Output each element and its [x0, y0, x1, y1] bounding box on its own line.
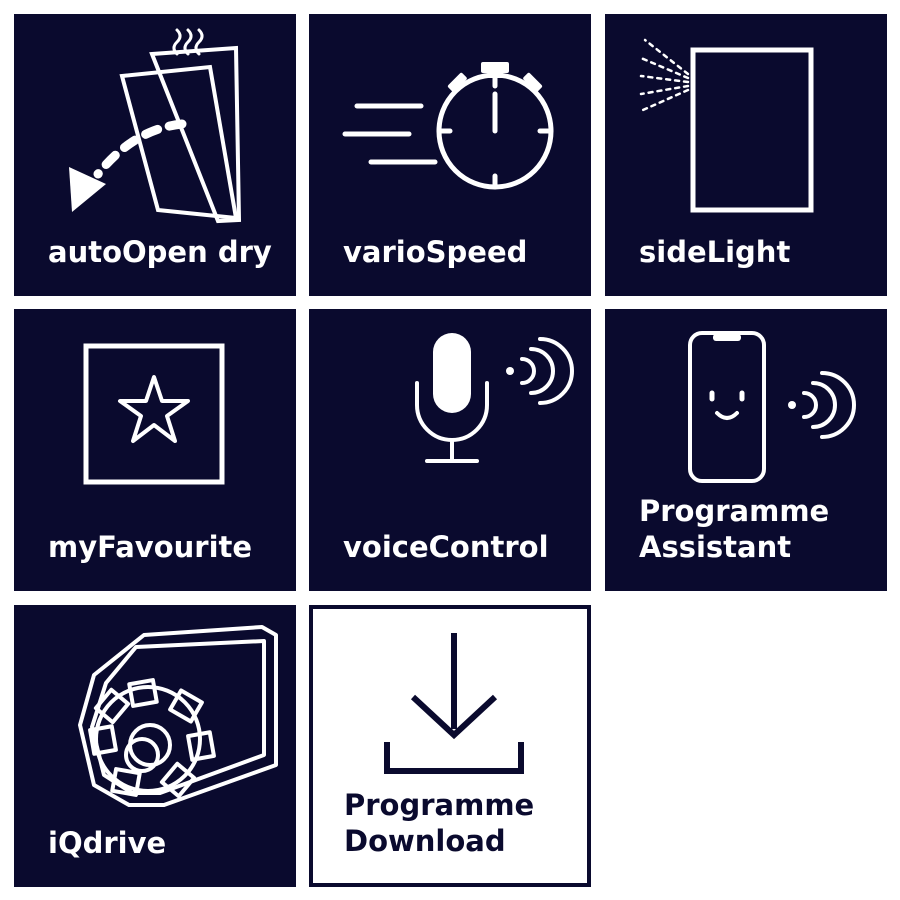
tile-label: myFavourite — [48, 530, 253, 564]
tile-label: varioSpeed — [343, 235, 528, 269]
motor-icon — [78, 625, 278, 807]
side-light-icon — [639, 38, 814, 213]
door-open-steam-icon — [69, 28, 242, 224]
star-square-icon — [83, 343, 225, 485]
stopwatch-speed-icon — [342, 62, 554, 190]
tile-label: Programme Assistant — [639, 494, 830, 564]
microphone-icon — [415, 333, 574, 463]
smartphone-smile-icon — [688, 331, 856, 483]
tile-iqdrive[interactable]: iQdrive — [14, 605, 296, 887]
tile-sidelight[interactable]: sideLight — [605, 14, 887, 296]
tile-label: autoOpen dry — [48, 235, 272, 269]
tile-label: voiceControl — [343, 530, 549, 564]
tile-autoopen-dry[interactable]: autoOpen dry — [14, 14, 296, 296]
tile-label: iQdrive — [48, 826, 167, 860]
tile-variospeed[interactable]: varioSpeed — [309, 14, 591, 296]
tile-label: sideLight — [639, 235, 791, 269]
tile-myfavourite[interactable]: myFavourite — [14, 309, 296, 591]
tile-voicecontrol[interactable]: voiceControl — [309, 309, 591, 591]
tile-programme-download[interactable]: Programme Download — [309, 605, 591, 887]
tile-programme-assistant[interactable]: Programme Assistant — [605, 309, 887, 591]
download-icon — [384, 633, 524, 774]
tile-label: Programme Download — [344, 788, 535, 858]
